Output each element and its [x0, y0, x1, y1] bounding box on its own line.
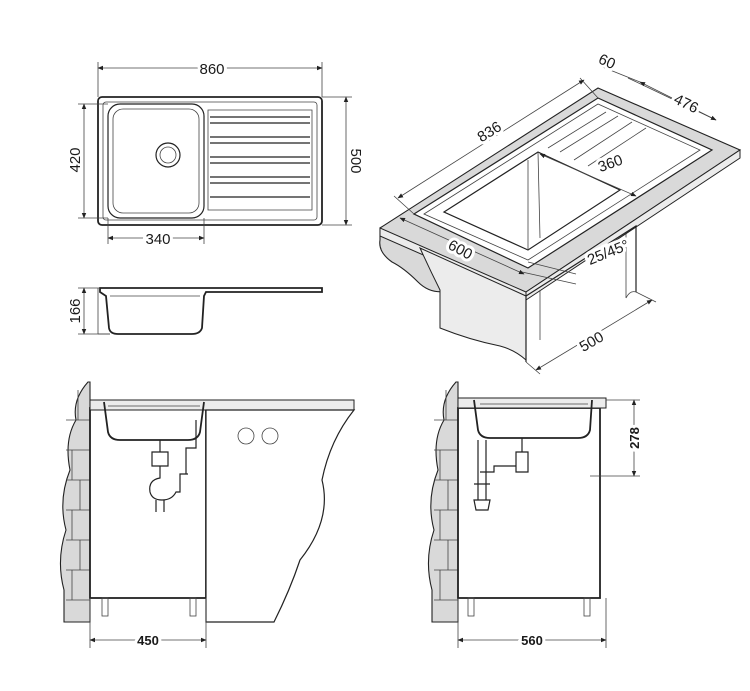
dim-340: 340	[145, 231, 170, 248]
dim-836: 836	[474, 118, 504, 146]
bowl-outline	[107, 103, 205, 219]
dim-450: 450	[137, 633, 159, 648]
dim-420: 420	[67, 147, 84, 172]
dim-860: 860	[199, 61, 224, 78]
side-cabinet-body	[457, 407, 601, 599]
drain-icon	[155, 142, 181, 168]
side-sink-bowl	[473, 399, 593, 439]
front-countertop	[89, 399, 355, 411]
drainboard-grooves	[207, 109, 313, 211]
front-sink-bowl	[103, 401, 205, 441]
sink-outline-top	[97, 96, 323, 226]
sink-profile	[99, 287, 323, 335]
top-view: 860 500 420 340	[64, 58, 367, 251]
hole-icon-1	[237, 427, 255, 445]
side-countertop	[457, 397, 607, 409]
side-profile-view: 166	[64, 287, 323, 335]
dim-500-top: 500	[347, 148, 364, 173]
sink-rim-top	[102, 101, 318, 221]
brick-wall-left	[59, 381, 91, 623]
dim-560: 560	[521, 633, 543, 648]
dim-166: 166	[67, 298, 84, 323]
front-cabinet-body	[89, 407, 207, 599]
dim-278: 278	[627, 427, 642, 449]
siphon-icon	[149, 420, 197, 512]
front-cabinet-view: 450	[59, 381, 356, 651]
side-drain-icon	[473, 438, 529, 511]
dim-500-cabinet: 500	[577, 328, 607, 355]
side-cabinet-view: 278 560	[427, 381, 645, 651]
brick-wall-right	[427, 381, 459, 623]
hole-icon-2	[261, 427, 279, 445]
dim-476: 476	[671, 91, 701, 117]
dim-60: 60	[596, 51, 618, 73]
isometric-view: 836 60 476 360 600 25/45° 500	[379, 48, 742, 375]
